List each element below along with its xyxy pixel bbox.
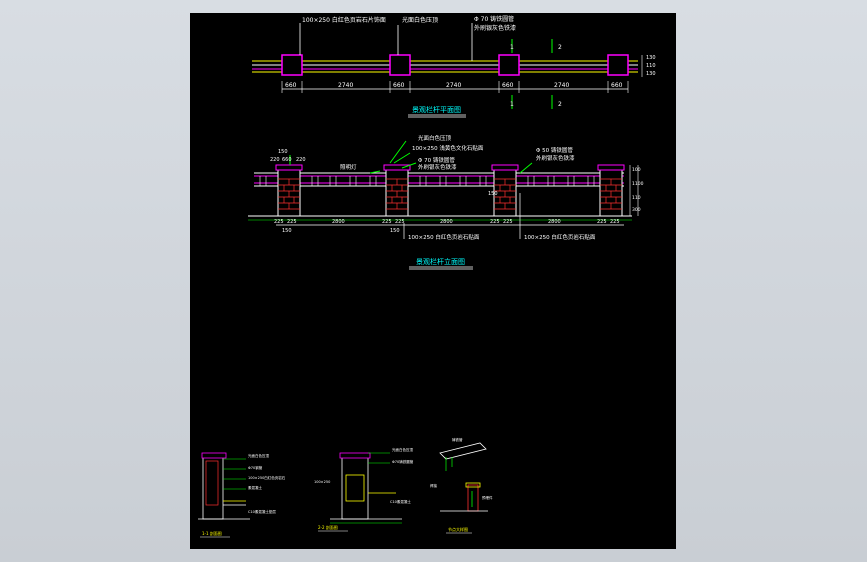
elev-dim: 225 bbox=[490, 219, 500, 225]
elev-dim-side: 100 bbox=[632, 167, 641, 173]
plan-post bbox=[498, 54, 520, 76]
plan-dim: 2740 bbox=[446, 82, 461, 89]
elev-dim: 2800 bbox=[548, 219, 561, 225]
elev-dim: 225 bbox=[610, 219, 620, 225]
elev-dim-side: 1100 bbox=[632, 181, 644, 187]
detail-section-3 bbox=[439, 442, 488, 534]
elev-dim-top: 220 bbox=[270, 157, 280, 163]
d1-label: 光面白色压顶 bbox=[248, 453, 269, 458]
drawing-sheet: 100×250 白红色页岩石片饰面 光面白色压顶 Φ 70 铸铁圆管 外刷银灰色… bbox=[190, 13, 676, 549]
elev-rail-label-2: 外刷银灰色铁漆 bbox=[418, 163, 457, 171]
elev-dim-top: 150 bbox=[278, 149, 288, 155]
elev-dim: 225 bbox=[274, 219, 284, 225]
elev-dim: 225 bbox=[287, 219, 297, 225]
d2-label: 100×250 bbox=[314, 480, 330, 484]
elev-rail-label-1: Φ 70 铸铁圆管 bbox=[418, 156, 455, 164]
elev-stone-label-2: 100×250 白红色页岩石贴面 bbox=[524, 233, 596, 241]
elev-stone-label: 100×250 白红色页岩石贴面 bbox=[408, 233, 480, 241]
d3-title: 节点大样图 bbox=[448, 526, 468, 532]
d1-label: 素混凝土 bbox=[248, 485, 262, 490]
elev-cap-label: 光面白色压顶 bbox=[418, 134, 452, 142]
detail-labels: 光面白色压顶 Φ70钢管 100×250白红色页岩石 素混凝土 C10素混凝土垫… bbox=[202, 437, 493, 536]
elevation-title: 景观栏杆立面图 bbox=[416, 257, 465, 266]
plan-dim-right: 130 bbox=[646, 55, 656, 61]
d2-label: 光面白色压顶 bbox=[392, 447, 413, 452]
d2-label: C10素混凝土 bbox=[390, 499, 411, 504]
elev-dim-top: 220 bbox=[296, 157, 306, 163]
elev-dim-2: 150 bbox=[282, 228, 292, 234]
elevation-view bbox=[248, 140, 639, 270]
elev-dim: 225 bbox=[382, 219, 392, 225]
d1-label: C10素混凝土垫层 bbox=[248, 509, 276, 514]
elev-rail-label-2b: 外刷银灰色铁漆 bbox=[536, 154, 575, 162]
elev-rail-label-1b: Φ 50 铸铁圆管 bbox=[536, 146, 573, 154]
elev-dim: 2800 bbox=[332, 219, 345, 225]
elev-dim-mid: 150 bbox=[488, 191, 498, 197]
d1-title: 1-1 剖面图 bbox=[202, 530, 222, 536]
d2-label: Φ70铸铁圆管 bbox=[392, 459, 414, 464]
cad-drawing: 100×250 白红色页岩石片饰面 光面白色压顶 Φ 70 铸铁圆管 外刷银灰色… bbox=[198, 15, 656, 538]
elev-dim: 225 bbox=[395, 219, 405, 225]
plan-dim: 660 bbox=[502, 82, 514, 89]
d1-label: Φ70钢管 bbox=[248, 465, 263, 470]
d1-label: 100×250白红色页岩石 bbox=[248, 475, 286, 480]
d3-label: 焊接 bbox=[430, 483, 438, 488]
plan-stone-label: 100×250 白红色页岩石片饰面 bbox=[302, 16, 386, 24]
elevation-labels: 光面白色压顶 100×250 浅黄色文化石贴面 Φ 70 铸铁圆管 外刷银灰色铁… bbox=[270, 134, 644, 266]
elev-dim: 225 bbox=[597, 219, 607, 225]
plan-view bbox=[252, 23, 643, 118]
elevation-post bbox=[597, 164, 625, 217]
elev-dim: 2800 bbox=[440, 219, 453, 225]
elev-lamp-label: 照明灯 bbox=[340, 163, 357, 171]
section-mark-1: 1 bbox=[510, 44, 514, 51]
plan-post bbox=[607, 54, 629, 76]
plan-dim: 2740 bbox=[554, 82, 569, 89]
detail-section-1 bbox=[198, 452, 250, 538]
plan-dim: 660 bbox=[393, 82, 405, 89]
plan-dim: 660 bbox=[611, 82, 623, 89]
plan-dim: 660 bbox=[285, 82, 297, 89]
detail-section-2 bbox=[318, 452, 402, 532]
plan-post bbox=[389, 54, 411, 76]
elev-dim-side: 300 bbox=[632, 207, 641, 213]
plan-cap-label: 光面白色压顶 bbox=[402, 16, 438, 24]
plan-labels: 100×250 白红色页岩石片饰面 光面白色压顶 Φ 70 铸铁圆管 外刷银灰色… bbox=[285, 15, 656, 114]
plan-rail-label-1: Φ 70 铸铁圆管 bbox=[474, 15, 514, 23]
section-mark-2: 2 bbox=[558, 101, 562, 108]
plan-dim-right: 110 bbox=[646, 63, 656, 69]
section-mark-2: 2 bbox=[558, 44, 562, 51]
plan-dim: 2740 bbox=[338, 82, 353, 89]
elev-dim-top: 660 bbox=[282, 157, 292, 163]
section-mark-1: 1 bbox=[510, 101, 514, 108]
plan-post bbox=[281, 54, 303, 76]
d3-label: 铸铁管 bbox=[452, 437, 463, 442]
elev-dim-2: 150 bbox=[390, 228, 400, 234]
d3-label: 预埋件 bbox=[482, 495, 493, 500]
elevation-post bbox=[491, 164, 519, 217]
elevation-post bbox=[275, 164, 303, 217]
plan-rail-label-2: 外刷银灰色铁漆 bbox=[474, 24, 516, 32]
d2-title: 2-2 剖面图 bbox=[318, 524, 338, 530]
plan-title: 景观栏杆平面图 bbox=[412, 105, 461, 114]
elev-culture-label: 100×250 浅黄色文化石贴面 bbox=[412, 144, 484, 152]
elev-dim-side: 110 bbox=[632, 195, 641, 201]
plan-dim-right: 130 bbox=[646, 71, 656, 77]
elev-dim: 225 bbox=[503, 219, 513, 225]
elevation-post bbox=[383, 164, 411, 217]
